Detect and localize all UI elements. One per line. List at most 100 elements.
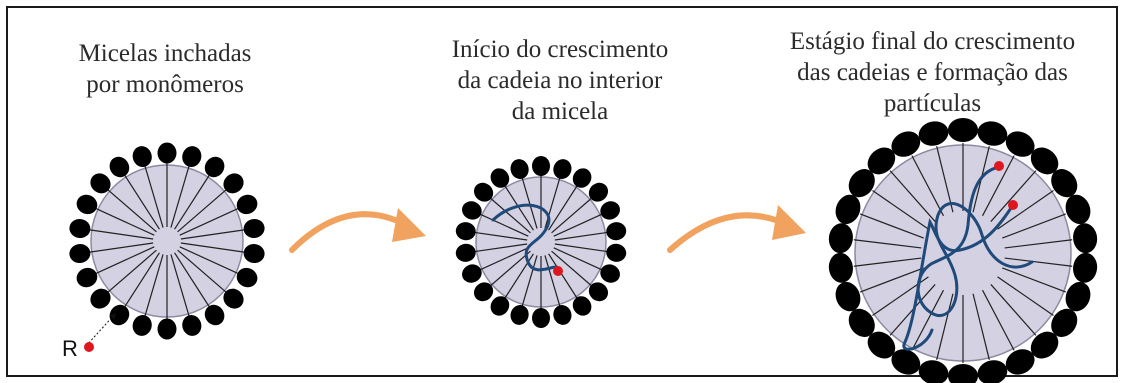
surfactant-tail [853, 239, 922, 249]
surfactant-head [204, 304, 225, 326]
surfactant-head [510, 159, 529, 180]
surfactant-tail [548, 185, 578, 231]
free-radical-dot [84, 342, 94, 352]
surfactant-head [243, 218, 265, 238]
surfactant-tail [521, 177, 538, 229]
surfactant-head [1030, 147, 1059, 175]
surfactant-head [918, 360, 949, 383]
surfactant-tail [859, 267, 924, 293]
surfactant-head [918, 121, 949, 146]
surfactant-head [473, 182, 494, 202]
surfactant-head [182, 146, 202, 167]
active-radical-dot [553, 266, 563, 276]
surfactant-head [891, 131, 921, 157]
radical-label: R [62, 336, 78, 361]
surfactant-tail [474, 231, 528, 241]
surfactant-head [600, 264, 620, 283]
surfactant-tail [1002, 213, 1067, 239]
surfactant-head [462, 201, 482, 220]
surfactant-head [455, 243, 476, 262]
surfactant-head [835, 281, 861, 312]
surfactant-tail [174, 175, 210, 230]
surfactant-tail [177, 189, 227, 233]
surfactant-head [76, 194, 98, 215]
surfactant-tail [554, 243, 608, 253]
surfactant-head [1065, 194, 1091, 225]
surfactant-tail [997, 190, 1054, 230]
surfactant-head [69, 244, 91, 264]
surfactant-head [606, 222, 627, 241]
surfactant-tail [179, 246, 239, 274]
active-radical-dot [994, 161, 1004, 171]
surfactant-tail [859, 213, 924, 239]
surfactant-head [236, 267, 258, 288]
surfactant-tail [170, 254, 190, 317]
surfactant-tail [180, 229, 245, 240]
surfactant-tail [872, 190, 929, 230]
caption-final-particle-formation: Estágio final do crescimento das cadeias… [789, 28, 1076, 117]
surfactant-head [223, 288, 244, 309]
surfactant-head [867, 147, 896, 175]
surfactant-tail [990, 170, 1037, 222]
surfactant-head [90, 288, 111, 309]
surfactant-head [600, 201, 620, 220]
surfactant-head [223, 173, 244, 194]
surfactant-tail [981, 155, 1015, 217]
surfactant-head [157, 142, 177, 164]
surfactant-head [473, 282, 494, 302]
surfactant-tail [124, 175, 160, 230]
surfactant-head [510, 304, 529, 325]
surfactant-tail [551, 250, 593, 287]
polymer-chain-1 [916, 165, 1034, 317]
surfactant-tail [853, 257, 922, 267]
surfactant-tail [936, 293, 954, 360]
surfactant-head [1051, 308, 1078, 337]
caption-chain-growth-start: Início do crescimento da cadeia no inter… [451, 36, 669, 125]
surfactant-head [109, 304, 130, 326]
surfactant-tail [548, 253, 578, 299]
surfactant-tail [180, 242, 245, 253]
surfactant-head [848, 169, 875, 198]
surfactant-tail [936, 146, 954, 213]
surfactant-tail [474, 243, 528, 253]
surfactant-tail [990, 284, 1037, 336]
surfactant-head [606, 243, 627, 262]
surfactant-tail [551, 197, 593, 234]
surfactant-tail [479, 247, 529, 271]
surfactant-head [1030, 331, 1059, 359]
surfactant-tail [553, 213, 603, 237]
micelle-swollen [69, 142, 265, 340]
surfactant-head [588, 182, 609, 202]
surfactant-head [132, 146, 152, 167]
surfactant-tail [553, 247, 603, 271]
surfactant-head [977, 360, 1008, 383]
surfactant-tail [144, 165, 164, 228]
surfactant-tail [95, 246, 155, 274]
micelle-growing [455, 156, 627, 328]
surfactant-tail [504, 185, 534, 231]
surfactant-head [1073, 252, 1098, 283]
surfactant-head [848, 308, 875, 337]
surfactant-head [532, 308, 550, 328]
surfactant-head [891, 349, 921, 375]
surfactant-head [236, 194, 258, 215]
surfactant-head [867, 331, 896, 359]
surfactant-head [490, 168, 510, 188]
surfactant-head [572, 168, 592, 188]
surfactant-head [1065, 281, 1091, 312]
surfactant-tail [521, 255, 538, 307]
surfactant-head [90, 173, 111, 194]
caption-swollen-micelles: Micelas inchadas por monômeros [78, 40, 252, 98]
process-arrow-1-head [392, 208, 426, 242]
surfactant-head [828, 252, 853, 283]
surfactant-head [76, 267, 98, 288]
surfactant-tail [972, 293, 990, 360]
surfactant-head [132, 315, 152, 336]
surfactant-tail [911, 155, 945, 217]
surfactant-tail [1004, 257, 1073, 267]
surfactant-tail [489, 197, 531, 234]
surfactant-head [1073, 223, 1098, 254]
micelle-final-particle [828, 118, 1098, 383]
surfactant-tail [911, 289, 945, 351]
